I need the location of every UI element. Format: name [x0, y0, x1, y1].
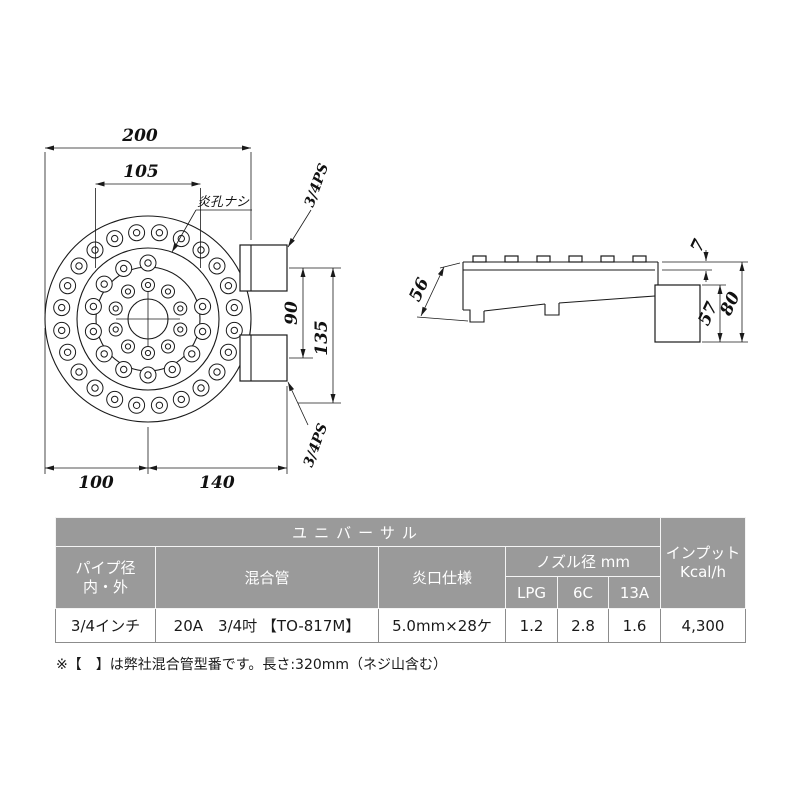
col-nozzle-header: ノズル径 mm: [504, 546, 662, 577]
flame-hole-ring-middle: [84, 254, 212, 384]
pipe-thread-callout-bottom: 3/4PS: [287, 381, 332, 469]
dim-56-label: 56: [405, 275, 433, 305]
cell-input-kcal: 4,300: [660, 608, 747, 643]
cell-pipe-size: 3/4インチ: [55, 608, 156, 643]
pipe-stub-top: [239, 244, 288, 292]
dim-200-label: 200: [121, 126, 158, 146]
col-mixing-header: 混合管: [155, 546, 379, 609]
flame-hole-ring-outer: [53, 224, 243, 414]
side-top-tabs: [472, 255, 647, 263]
pipe-stub-bottom: [239, 334, 288, 382]
burner-front-view: [44, 215, 288, 423]
cell-nozzle-6c: 2.8: [557, 608, 609, 643]
dim-100-140: 100 140: [44, 328, 288, 493]
dim-56: 56: [405, 262, 469, 322]
table-title: ユニバーサル: [54, 517, 662, 547]
dim-140-label: 140: [199, 473, 235, 493]
dim-135-label: 135: [312, 320, 332, 356]
cell-mixing-pipe: 20A 3/4吋 【TO-817M】: [155, 608, 379, 643]
burner-outer-circle: [44, 215, 252, 423]
col-6c-header: 6C: [557, 576, 609, 609]
pipe-thread-top-label: 3/4PS: [302, 161, 333, 209]
col-flame-header: 炎口仕様: [378, 546, 506, 609]
dim-90-label: 90: [282, 301, 302, 325]
dim-105: 105: [95, 162, 201, 268]
col-input-header: インプット Kcal/h: [660, 517, 747, 609]
pipe-thread-callout-top: 3/4PS: [287, 161, 333, 248]
flame-hole-ring-inner: [108, 278, 188, 360]
no-flame-hole-callout: 炎孔ナシ: [171, 195, 252, 253]
burner-side-view: [462, 255, 701, 343]
cell-flame-spec: 5.0mm×28ケ: [378, 608, 506, 643]
dim-105-label: 105: [123, 162, 159, 182]
spec-table: ユニバーサル インプット Kcal/h パイプ径 内・外 混合管 炎口仕様 ノズ…: [54, 517, 747, 643]
cell-nozzle-lpg: 1.2: [505, 608, 558, 643]
no-flame-hole-label: 炎孔ナシ: [197, 195, 250, 210]
pipe-thread-bottom-label: 3/4PS: [301, 421, 332, 469]
footnote: ※【 】は弊社混合管型番です。長さ:320mm（ネジ山含む）: [56, 657, 448, 673]
dim-135: 135: [298, 268, 341, 404]
dim-7-label: 7: [687, 236, 710, 255]
col-pipe-header: パイプ径 内・外: [55, 546, 156, 609]
col-lpg-header: LPG: [505, 576, 558, 609]
side-pipe-block: [654, 284, 701, 343]
dim-200: 200: [44, 126, 252, 314]
dim-7: 7: [662, 236, 748, 282]
cell-nozzle-13a: 1.6: [607, 608, 662, 643]
dim-100-label: 100: [78, 473, 114, 493]
technical-drawing: 200 105 炎孔ナシ 3/4PS 3/4PS 90 135: [44, 126, 748, 493]
col-13a-header: 13A: [607, 576, 662, 609]
